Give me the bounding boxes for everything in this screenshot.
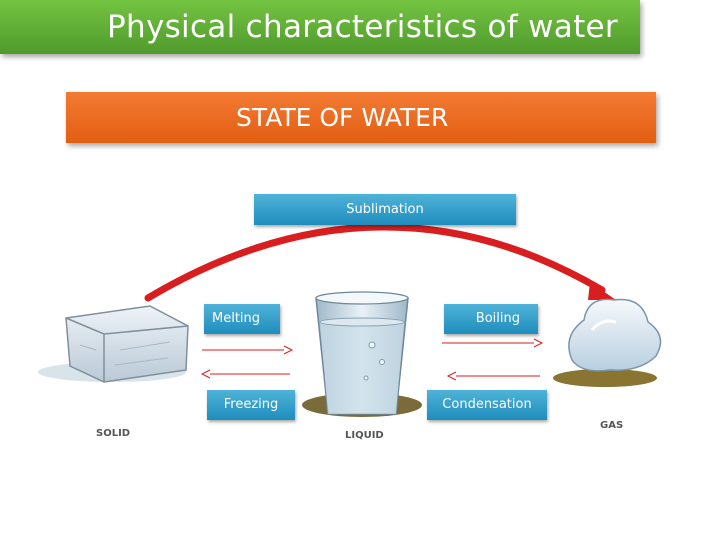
condensation-label: Condensation bbox=[427, 390, 547, 420]
water-glass-image bbox=[302, 291, 422, 417]
melting-label: Melting bbox=[204, 304, 280, 334]
state-heading: STATE OF WATER bbox=[66, 92, 656, 143]
boiling-label: Boiling bbox=[444, 304, 538, 334]
slide-title: Physical characteristics of water bbox=[0, 0, 640, 54]
gas-cloud-image bbox=[553, 298, 662, 387]
sublimation-arrow-head bbox=[588, 282, 616, 300]
freezing-arrow bbox=[200, 369, 290, 379]
melting-arrow bbox=[202, 345, 294, 355]
boiling-arrow bbox=[442, 338, 544, 348]
solid-caption: SOLID bbox=[96, 428, 131, 439]
freezing-label: Freezing bbox=[207, 390, 295, 420]
sublimation-label: Sublimation bbox=[254, 194, 516, 225]
sublimation-arrow bbox=[144, 223, 606, 302]
condensation-arrow bbox=[446, 371, 540, 381]
liquid-caption: LIQUID bbox=[345, 430, 384, 441]
ice-cube-image bbox=[38, 305, 189, 383]
gas-caption: GAS bbox=[600, 420, 624, 431]
